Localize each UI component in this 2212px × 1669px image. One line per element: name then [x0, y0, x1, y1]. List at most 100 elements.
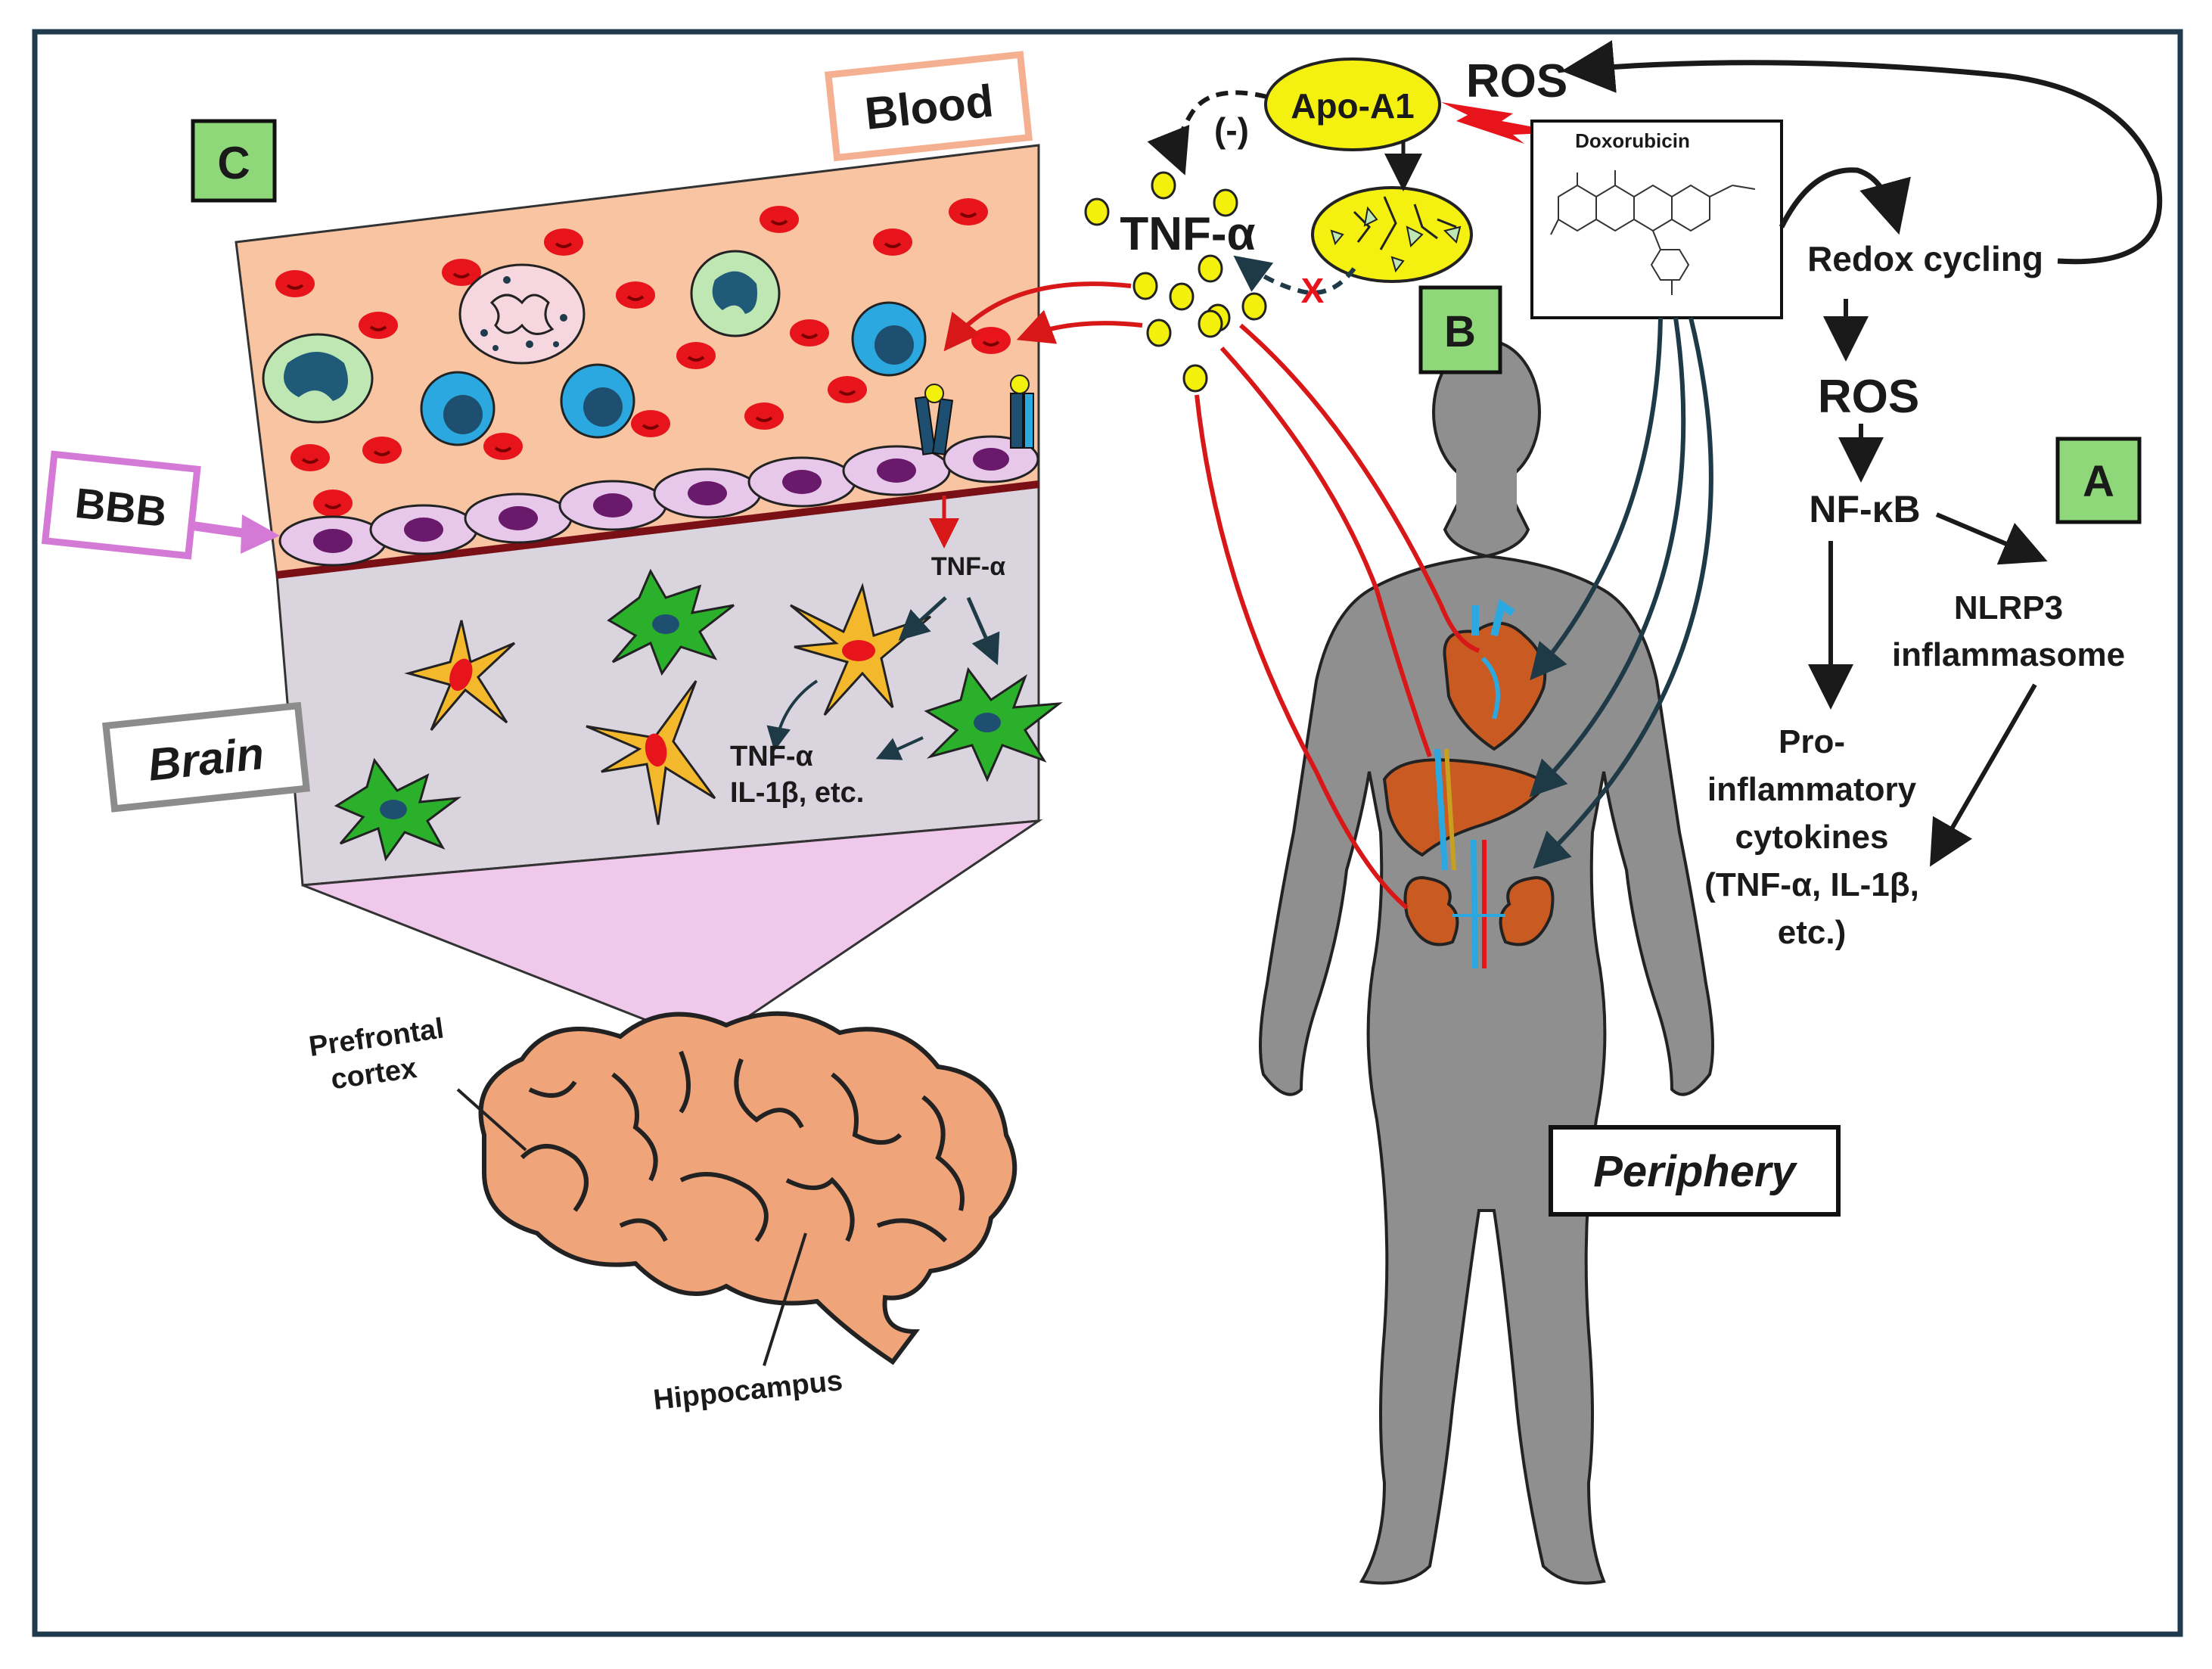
panel-b-label: B — [1444, 307, 1476, 356]
neutrophil-cell — [458, 263, 586, 365]
endothelial-cell — [747, 456, 856, 508]
redox-cycling-label: Redox cycling — [1807, 239, 2043, 278]
prefrontal-pointer — [456, 1088, 527, 1152]
rbc — [744, 402, 784, 430]
tnf-alpha-main-label: TNF-α — [1120, 208, 1255, 260]
hippocampus-pointer — [763, 1232, 807, 1366]
microglia-cell — [334, 757, 462, 862]
nlrp3-line2: inflammasome — [1892, 636, 2125, 673]
human-body — [1259, 339, 1714, 1585]
panel-a-badge: A — [2055, 437, 2142, 524]
pro-inflammatory-line2: inflammatory — [1707, 771, 1917, 808]
periphery-label-box: Periphery — [1549, 1125, 1841, 1217]
rbc — [290, 444, 330, 471]
lymphocyte-cell — [851, 301, 927, 377]
pro-inflammatory-line4: (TNF-α, IL-1β, — [1704, 866, 1919, 903]
tnf-to-kidney-arrow — [1195, 394, 1409, 910]
lymphocyte-cell — [420, 371, 496, 446]
endothelial-cell — [369, 504, 478, 555]
apo-a1-label: Apo-A1 — [1291, 86, 1415, 126]
bbb-label: BBB — [73, 479, 169, 536]
astrocyte-cell — [586, 680, 716, 825]
microglia-cell — [924, 667, 1063, 782]
ros-mid-label: ROS — [1818, 371, 1919, 423]
rbc — [483, 433, 523, 460]
tnf-to-liver-arrow — [1219, 346, 1432, 757]
tnf-to-microglia-arrow — [966, 596, 1000, 666]
monocyte-cell — [262, 333, 374, 424]
nfkb-label: NF-κB — [1809, 488, 1920, 530]
nlrp3-to-cytokines-arrow — [1929, 683, 2037, 867]
tnf-receptor — [914, 384, 954, 455]
rbc — [362, 437, 402, 464]
dox-to-liver-arrow — [1529, 317, 1686, 797]
tnf-to-blood-arrow-2 — [1016, 309, 1143, 344]
blood-brain-block: TNF-α TNF-α IL-1β, etc. — [235, 144, 1063, 1046]
rbc — [275, 270, 315, 297]
rbc — [949, 198, 988, 225]
doxorubicin-label: Doxorubicin — [1575, 129, 1690, 152]
brain-organ — [478, 1011, 1017, 1366]
panel-b-badge: B — [1418, 285, 1502, 375]
rbc — [616, 281, 655, 309]
blocked-x-mark: X — [1301, 271, 1325, 310]
astrocyte-cell — [790, 583, 931, 716]
zoom-funnel — [302, 819, 1043, 1046]
rbc — [828, 376, 867, 403]
pro-inflammatory-line1: Pro- — [1779, 723, 1845, 760]
tnf-to-astrocyte-arrow — [898, 596, 947, 641]
bbb-label-box: BBB — [41, 450, 201, 560]
monocyte-cell — [690, 250, 781, 337]
doxorubicin-structure — [1550, 170, 1756, 295]
inhibit-label: (-) — [1214, 110, 1249, 150]
tnf-receptor — [1010, 375, 1034, 449]
ros-top-label: ROS — [1466, 55, 1567, 107]
dox-to-kidney-arrow — [1533, 317, 1713, 869]
rbc — [359, 312, 398, 339]
rbc — [790, 319, 829, 347]
rbc — [971, 327, 1011, 354]
oxidized-apo-a1 — [1311, 186, 1473, 283]
panel-c-badge: C — [191, 119, 277, 203]
dox-to-redox-arrow — [1779, 167, 1911, 235]
rbc — [873, 228, 912, 256]
lymphocyte-cell — [560, 363, 635, 439]
nlrp3-line1: NLRP3 — [1954, 589, 2063, 626]
rbc — [760, 206, 799, 233]
microglia-cell — [607, 568, 735, 676]
tnf-to-heart-arrow — [1239, 323, 1480, 653]
bbb-membrane — [276, 480, 1039, 579]
microglia-to-cytokine-arrow — [875, 736, 924, 760]
endothelial-cell — [842, 445, 951, 496]
brain-cytokine-line1: TNF-α — [730, 741, 813, 772]
astrocyte-to-cytokine-arrow — [766, 679, 819, 751]
dox-to-heart-arrow — [1530, 317, 1663, 681]
rbc — [313, 490, 353, 517]
rbc — [631, 410, 670, 437]
liver-organ — [1382, 748, 1549, 871]
periphery-label: Periphery — [1593, 1147, 1797, 1196]
endothelial-cell — [278, 515, 387, 567]
redox-to-ros-loop-arrow — [1561, 40, 2163, 265]
astrocyte-cell — [404, 620, 516, 731]
apo-a1-oval: Apo-A1 — [1264, 57, 1441, 151]
apo-inhibit-tnf-arrow — [1147, 90, 1268, 176]
blood-label-box: Blood — [825, 51, 1033, 162]
panel-a-label: A — [2083, 457, 2114, 506]
bbb-pointer-arrow — [192, 514, 280, 554]
brain-cytokine-line2: IL-1β, etc. — [730, 777, 864, 809]
rbc — [676, 342, 716, 369]
tnf-to-blood-arrow-1 — [943, 281, 1132, 352]
endothelial-cell — [558, 480, 667, 531]
doxorubicin-box: Doxorubicin — [1530, 120, 1783, 319]
tnf-brain-label: TNF-α — [931, 552, 1005, 581]
rbc — [442, 259, 481, 286]
panel-c-label: C — [217, 138, 250, 188]
pro-inflammatory-line5: etc.) — [1778, 914, 1846, 951]
endothelial-cell — [653, 468, 762, 519]
rbc — [544, 228, 583, 256]
pro-inflammatory-line3: cytokines — [1735, 819, 1889, 856]
brain-label-box: Brain — [102, 701, 311, 813]
